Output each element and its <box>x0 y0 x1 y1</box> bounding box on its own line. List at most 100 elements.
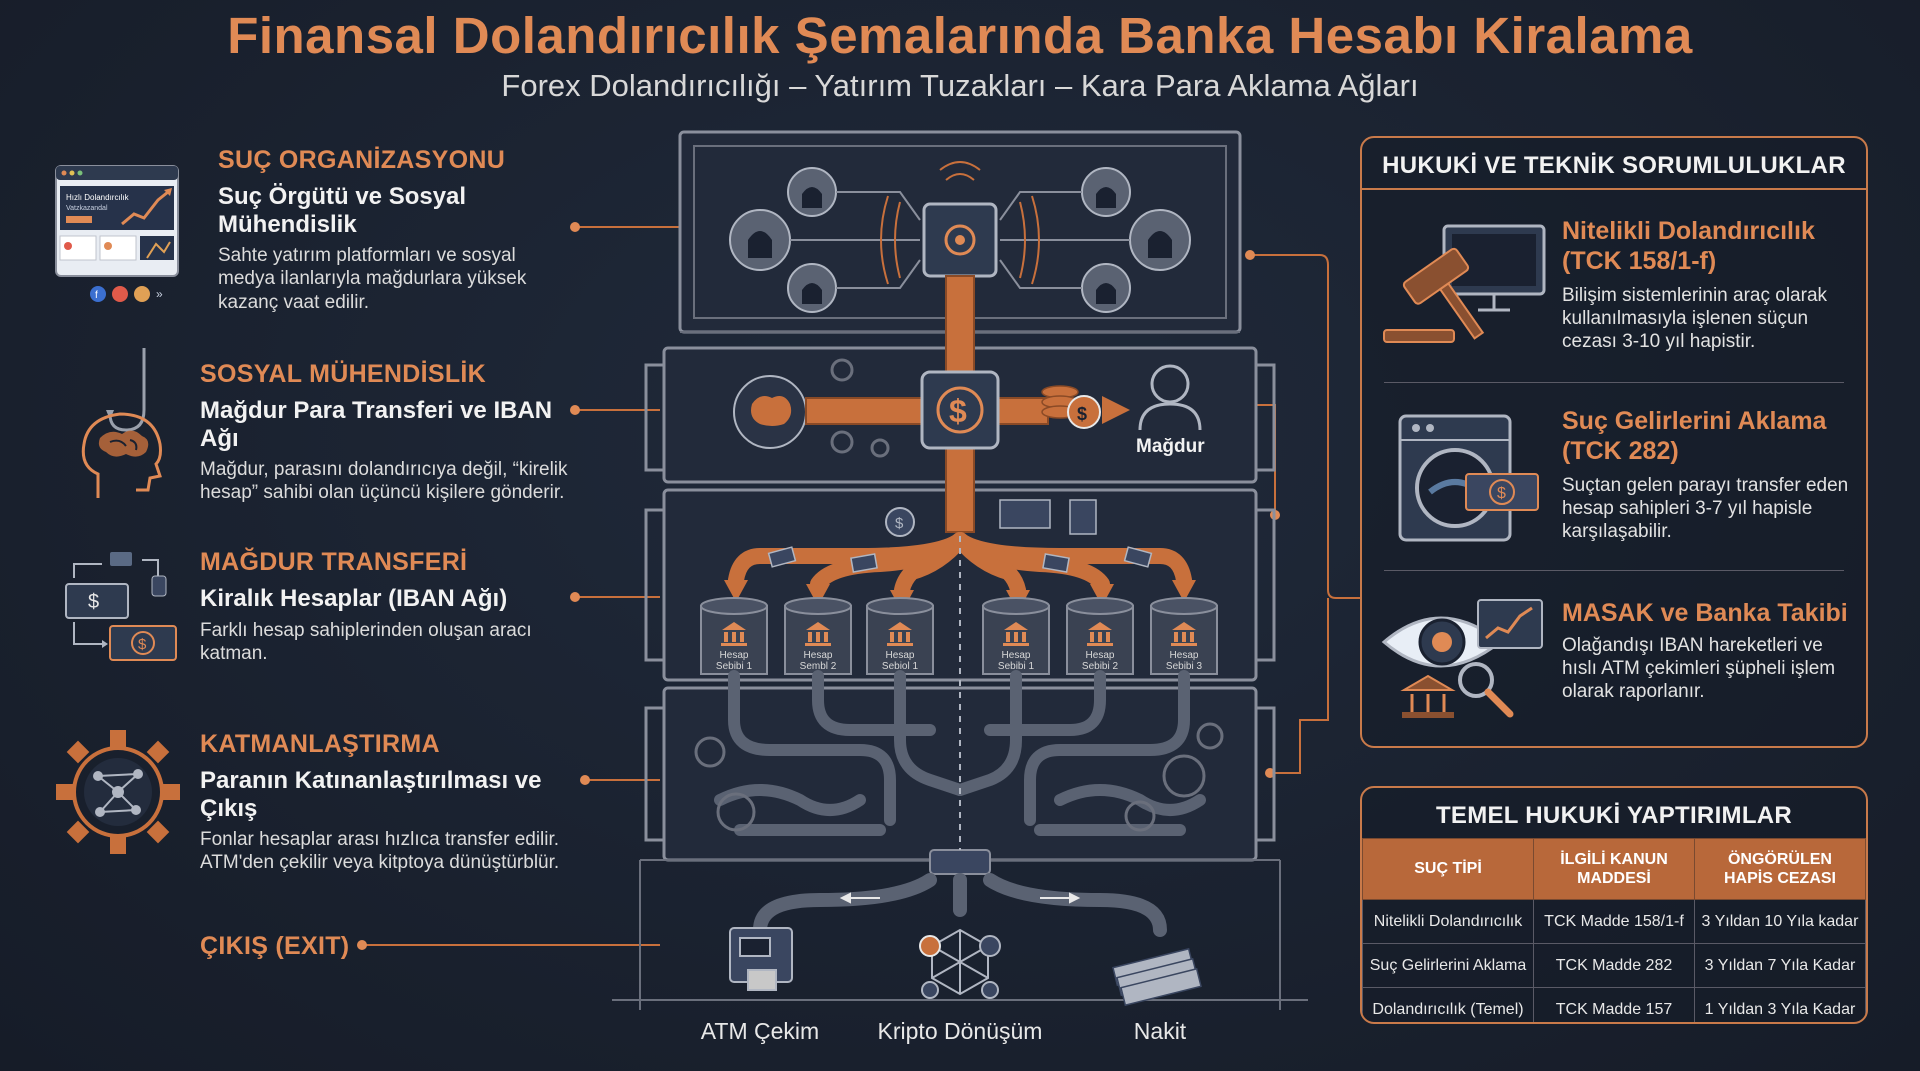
victim-person-icon <box>1138 364 1202 431</box>
dollar-hub-icon <box>920 370 1000 450</box>
svg-text:$: $ <box>1077 404 1087 424</box>
responsibility-heading: Nitelikli Dolandırıcılık (TCK 158/1-f) <box>1562 217 1815 275</box>
account-label: Hesap <box>720 650 749 661</box>
layering-gears <box>694 722 1224 832</box>
account-label: Sebibi 2 <box>1082 661 1119 672</box>
bank-icon <box>805 622 831 646</box>
gear-icons <box>830 358 890 458</box>
account-label: Hesap <box>804 650 833 661</box>
bank-icon <box>1003 622 1029 646</box>
left-connectors <box>362 226 680 946</box>
step-heading: SOSYAL MÜHENDİSLİK <box>200 360 487 388</box>
account-label: Sebibi 1 <box>998 661 1035 672</box>
money-transfer-icon: $ $ <box>62 548 182 666</box>
output-cash: Nakit <box>1133 1018 1187 1044</box>
washing-machine-icon: $ <box>1398 414 1539 542</box>
col-law-article: İLGİLİ KANUN MADDESİ <box>1533 838 1695 900</box>
account-label: Hesap <box>1086 650 1115 661</box>
responsibilities-panel: HUKUKİ VE TEKNİK SORUMLULUKLAR Nitelikli… <box>1360 136 1868 748</box>
svg-text:$: $ <box>895 515 904 532</box>
brain-hook-icon <box>76 348 186 498</box>
table-row: Nitelikli Dolandırıcılık TCK Madde 158/1… <box>1362 899 1866 944</box>
page-subtitle: Forex Dolandırıcılığı – Yatırım Tuzaklar… <box>501 68 1419 103</box>
eye-magnifier-icon <box>1381 599 1543 718</box>
step-heading: SUÇ ORGANİZASYONU <box>218 146 506 174</box>
step-description: Farklı hesap sahiplerinden oluşan aracı … <box>200 619 532 664</box>
victim-label: Mağdur <box>1136 436 1205 457</box>
step-subheading: Suç Örgütü ve Sosyal Mühendislik <box>218 183 467 238</box>
account-label: Sebibi 3 <box>1166 661 1203 672</box>
step-victim-transfer: MAĞDUR TRANSFERİ Kiralık Hesaplar (IBAN … <box>200 548 540 665</box>
step-subheading: Paranın Katınanlaştırılması ve Çıkış <box>200 767 542 822</box>
table-cell: Suç Gelirlerini Aklama <box>1362 943 1535 988</box>
table-cell: Nitelikli Dolandırıcılık <box>1362 899 1535 944</box>
col-prison-term: ÖNGÖRÜLEN HAPİS CEZASI <box>1693 838 1866 900</box>
table-cell: TCK Madde 157 <box>1533 987 1695 1022</box>
table-cell: 3 Yıldan 7 Yıla Kadar <box>1693 943 1866 988</box>
output-atm: ATM Çekim <box>700 1018 820 1044</box>
step-layering: KATMANLAŞTIRMA Paranın Katınanlaştırılma… <box>200 730 580 875</box>
svg-text:$: $ <box>138 636 147 653</box>
step-social-engineering: SOSYAL MÜHENDİSLİK Mağdur Para Transferi… <box>200 360 570 505</box>
responsibility-laundering: $ Suç Gelirlerini Aklama (TCK 282) Suçta… <box>1362 402 1866 572</box>
responsibility-description: Suçtan gelen parayı transfer eden hesap … <box>1562 475 1849 543</box>
svg-text:$: $ <box>1497 485 1506 502</box>
responsibility-description: Olağandışı IBAN hareketleri ve hıslı ATM… <box>1562 635 1836 703</box>
step-description: Mağdur, parasını dolandırıcıya değil, “k… <box>200 459 568 504</box>
account-label: Hesap <box>1170 650 1199 661</box>
exit-pipes <box>753 873 1167 937</box>
svg-text:f: f <box>95 290 98 301</box>
step-description: Fonlar hesaplar arası hızlıca transfer e… <box>200 829 560 874</box>
svg-text:»: » <box>156 287 163 301</box>
bank-icon <box>1087 622 1113 646</box>
table-cell: TCK Madde 158/1-f <box>1533 899 1695 944</box>
transfer-note-icons <box>767 499 1153 573</box>
output-crypto: Kripto Dönüşüm <box>877 1018 1043 1044</box>
distribution-pipes <box>728 532 1192 598</box>
right-connectors <box>1250 254 1360 774</box>
account-label: Sembl 2 <box>800 661 837 672</box>
sanctions-title: TEMEL HUKUKİ YAPTIRIMLAR <box>1435 802 1793 829</box>
sanctions-table: SUÇ TİPİ İLGİLİ KANUN MADDESİ ÖNGÖRÜLEN … <box>1362 838 1866 1022</box>
step-crime-organization: SUÇ ORGANİZASYONU Suç Örgütü ve Sosyal M… <box>218 146 558 314</box>
account-label: Sebiol 1 <box>882 661 919 672</box>
step-heading: KATMANLAŞTIRMA <box>200 730 440 758</box>
table-cell: 1 Yıldan 3 Yıla Kadar <box>1693 987 1866 1022</box>
bank-icon <box>887 622 913 646</box>
account-label: Hesap <box>886 650 915 661</box>
bank-icon <box>1171 622 1197 646</box>
responsibility-fraud: Nitelikli Dolandırıcılık (TCK 158/1-f) B… <box>1362 212 1866 382</box>
account-label: Hesap <box>1002 650 1031 661</box>
bank-icon <box>721 622 747 646</box>
page-title: Finansal Dolandırıcılık Şemalarında Bank… <box>227 7 1693 64</box>
layering-pipes <box>714 670 1206 836</box>
col-crime-type: SUÇ TİPİ <box>1362 838 1535 900</box>
atm-icon <box>729 927 793 991</box>
responsibility-masak: MASAK ve Banka Takibi Olağandışı IBAN ha… <box>1362 594 1866 734</box>
step-heading: ÇIKIŞ (EXIT) <box>200 932 350 960</box>
responsibility-heading: MASAK ve Banka Takibi <box>1562 599 1848 627</box>
connector-dots <box>357 222 590 950</box>
account-label: Sebibi 1 <box>716 661 753 672</box>
svg-text:$: $ <box>88 591 99 613</box>
mock-site-line2: Vatzkazandal <box>66 205 108 212</box>
responsibility-description: Bilişim sistemlerinin araç olarak kullan… <box>1562 285 1828 353</box>
svg-text:$: $ <box>949 393 967 429</box>
table-cell: 3 Yıldan 10 Yıla kadar <box>1693 899 1866 944</box>
step-heading: MAĞDUR TRANSFERİ <box>200 548 468 576</box>
gear-network-icon <box>52 726 184 858</box>
sanctions-panel: TEMEL HUKUKİ YAPTIRIMLAR SUÇ TİPİ İLGİLİ… <box>1360 786 1868 1024</box>
step-description: Sahte yatırım platformları ve sosyal med… <box>218 245 527 313</box>
step-exit: ÇIKIŞ (EXIT) <box>200 932 400 961</box>
mock-site-title: Hızlı Dolandırcılık <box>66 193 130 202</box>
step-subheading: Mağdur Para Transferi ve IBAN Ağı <box>200 397 553 452</box>
cash-stack-icon <box>1112 947 1202 1007</box>
